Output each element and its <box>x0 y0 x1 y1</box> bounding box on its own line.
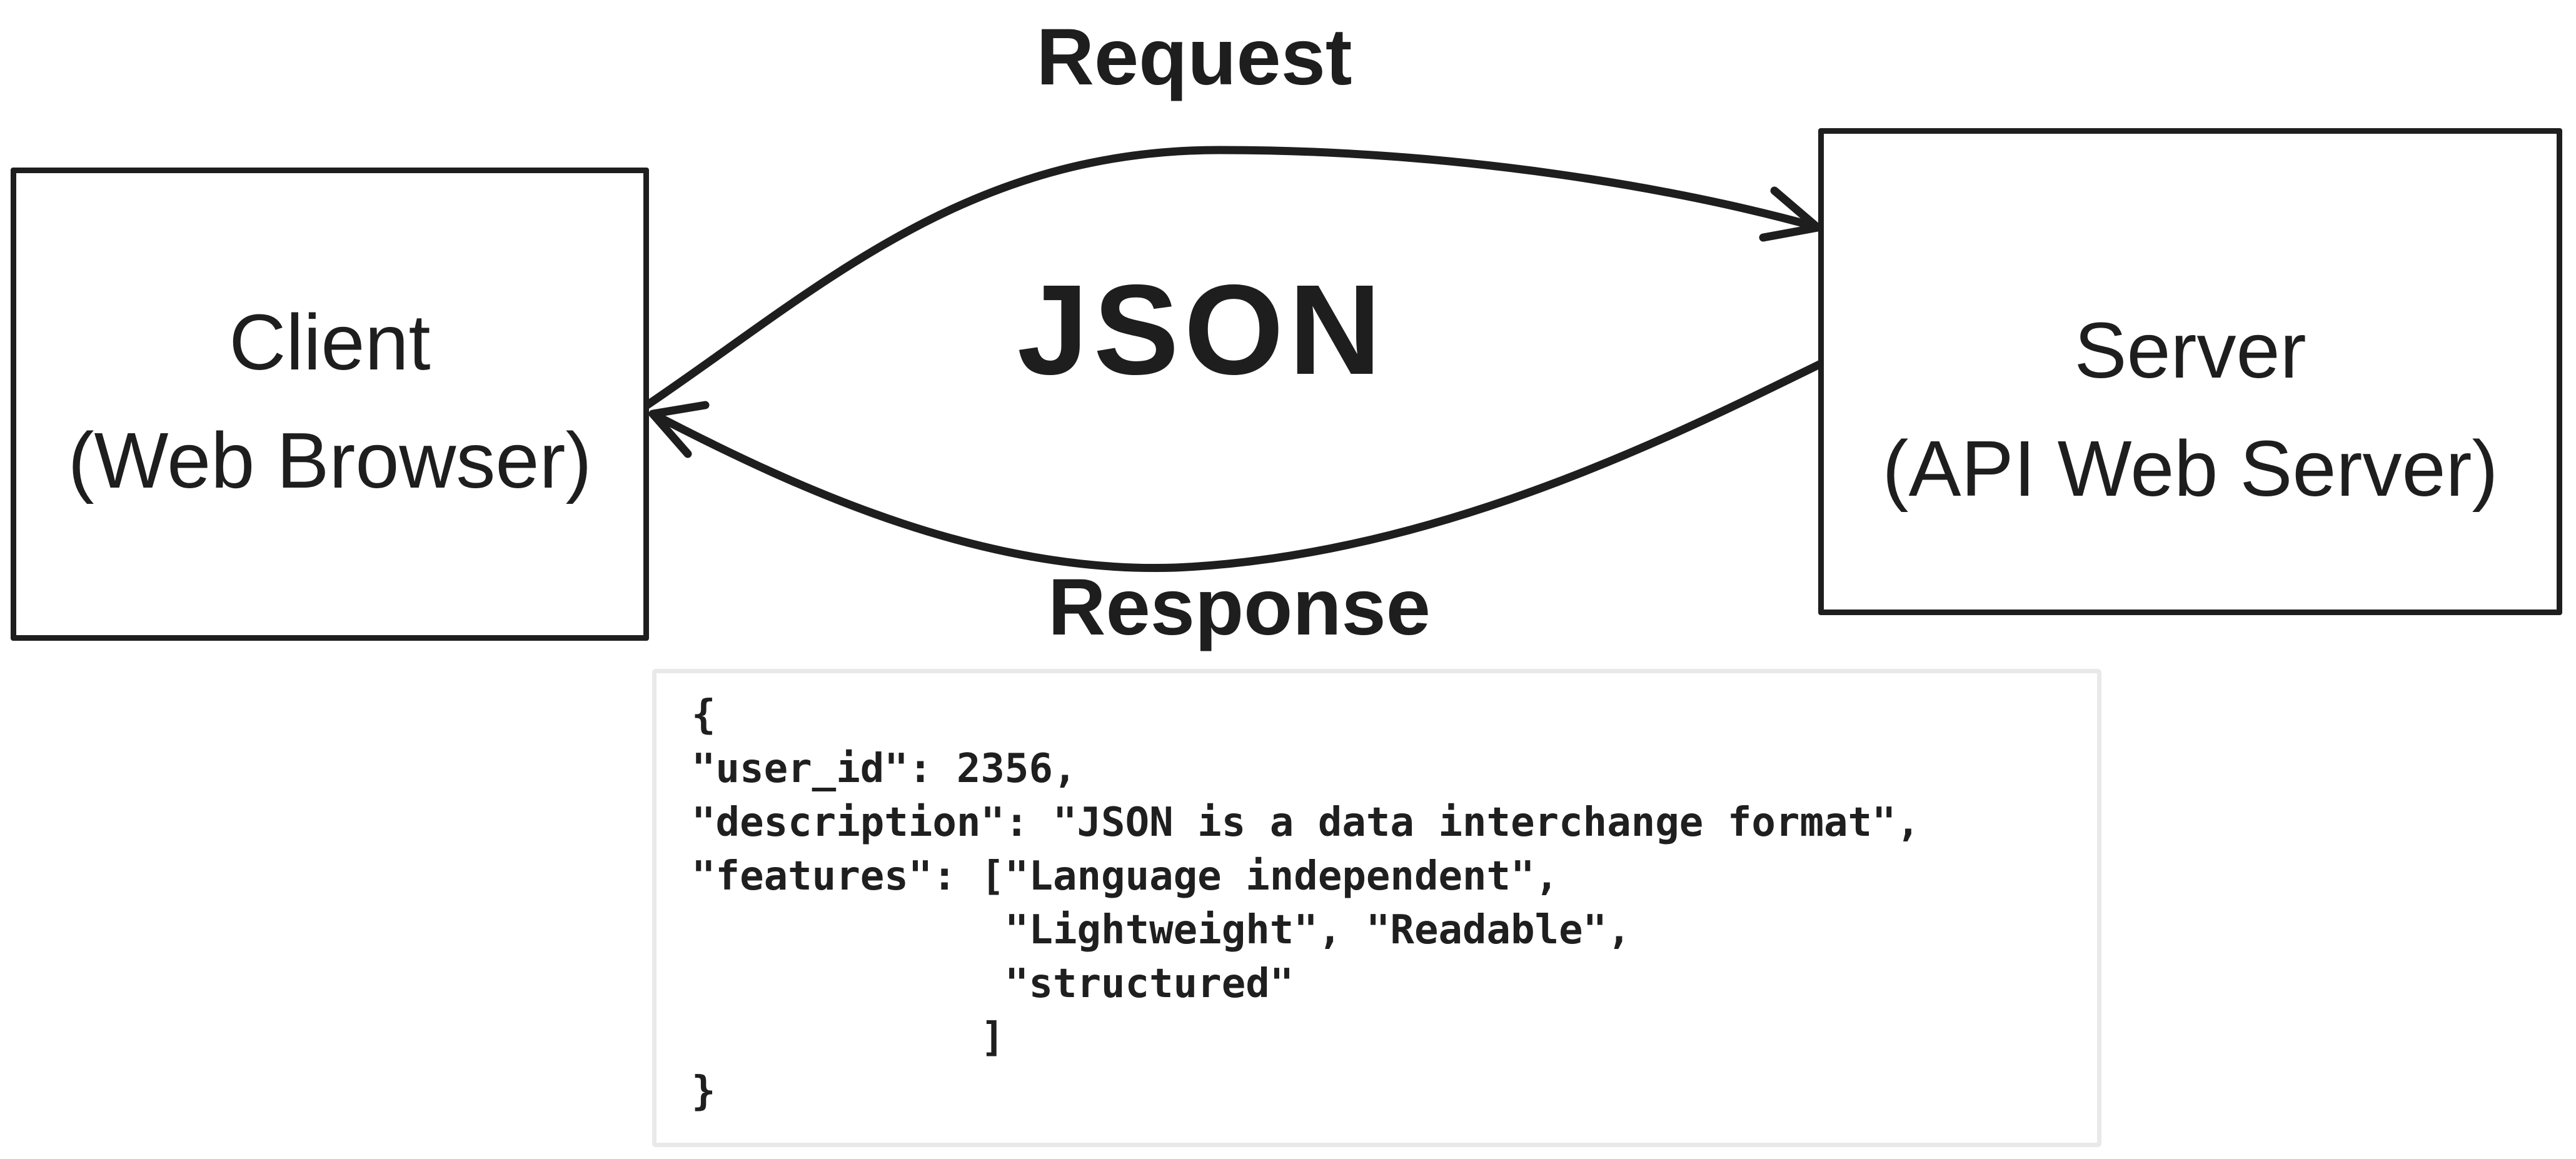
request-label: Request <box>1036 13 1352 102</box>
server-node: Server (API Web Server) <box>1818 128 2562 615</box>
server-subtitle: (API Web Server) <box>1882 424 2498 513</box>
json-code-block: { "user_id": 2356, "description": "JSON … <box>652 669 2101 1147</box>
server-title: Server <box>2074 306 2307 394</box>
response-label: Response <box>1048 563 1431 652</box>
json-payload-label: JSON <box>1017 258 1387 401</box>
client-subtitle: (Web Browser) <box>68 416 592 504</box>
response-arrowhead-icon <box>648 401 710 458</box>
json-code-text: { "user_id": 2356, "description": "JSON … <box>692 692 1921 1115</box>
request-arrowhead-icon <box>1759 186 1822 242</box>
client-title: Client <box>229 298 431 386</box>
client-node: Client (Web Browser) <box>11 168 649 641</box>
